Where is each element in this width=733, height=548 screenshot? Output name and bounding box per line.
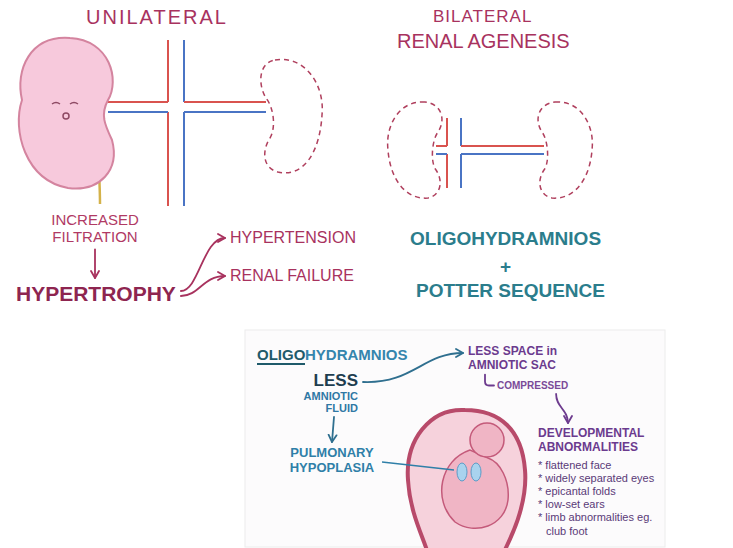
lung [457,463,467,481]
absent-kidney [388,102,442,198]
fetus-head [470,423,504,457]
section-heading: OLIGO [257,346,305,365]
leader-line [382,462,454,470]
cause-text: LESSAMNIOTIC FLUID [296,372,358,414]
section-heading: HYDRAMNIOS [305,346,408,363]
node-text: DEVELOPMENTAL ABNORMALITIES [538,427,662,455]
node-text: LESS SPACE in AMNIOTIC SAC [468,345,568,373]
abnormality-list: DEVELOPMENTAL ABNORMALITIES * flattened f… [538,427,662,538]
outcome-text: HYPERTENSION [230,229,356,247]
aorta-red [167,40,169,206]
node-text: INCREASED FILTRATION [45,211,145,246]
renal-vessel [108,102,268,112]
node-subtext: * low-set ears [538,498,662,511]
fetus-body [442,450,509,528]
node-subtext: AMNIOTIC FLUID [296,390,358,414]
node-text: HYPERTENSION [230,229,356,247]
renal-artery [184,101,266,103]
lung [471,463,481,481]
connector [332,417,334,442]
absent-kidney [538,102,592,198]
renal-artery [108,101,168,103]
node-text: RENAL FAILURE [230,267,354,285]
kidney-mouth [63,113,69,119]
effect-text: LESS SPACE in AMNIOTIC SAC [468,345,568,373]
node-subtext: * limb abnormalities eg. club foot [538,511,654,537]
aorta [167,40,185,206]
cause-text: INCREASED FILTRATION [45,211,145,246]
node-text: PULMONARY HYPOPLASIA [287,446,377,476]
result-text: OLIGOHYDRAMNIOS [410,228,601,250]
node-subtext: * widely separated eyes [538,472,662,485]
renal-vessel [436,146,544,154]
bracket-text: COMPRESSED [497,380,568,391]
outcome-text: RENAL FAILURE [230,267,354,285]
vena-blue [183,40,185,206]
node-text: LESS [296,372,358,390]
connector [556,394,568,423]
panel-title: BILATERAL [433,7,532,27]
node-text: COMPRESSED [497,380,568,391]
node-subtext: * flattened face [538,459,662,472]
plus-sign: + [500,256,511,278]
renal-vein [108,111,168,113]
panel-title: RENAL AGENESIS [397,30,570,53]
hypertrophied-kidney [19,38,114,189]
effect-text: PULMONARY HYPOPLASIA [287,446,377,476]
renal-vein [461,153,544,155]
renal-vein [436,153,447,155]
renal-artery [461,145,544,147]
connector [94,250,96,279]
node-text: HYPERTROPHY [16,282,176,306]
renal-vein [184,111,266,113]
connector [485,375,494,386]
panel-title: UNILATERAL [86,6,228,29]
effect-text: HYPERTROPHY [16,282,176,306]
connector [181,276,225,296]
uterus [408,410,526,548]
node-subtext: * epicantal folds [538,485,662,498]
renal-artery [436,145,447,147]
result-text: POTTER SEQUENCE [416,280,605,302]
kidney-face [52,103,78,105]
absent-kidney [261,59,322,172]
connector [181,238,225,291]
